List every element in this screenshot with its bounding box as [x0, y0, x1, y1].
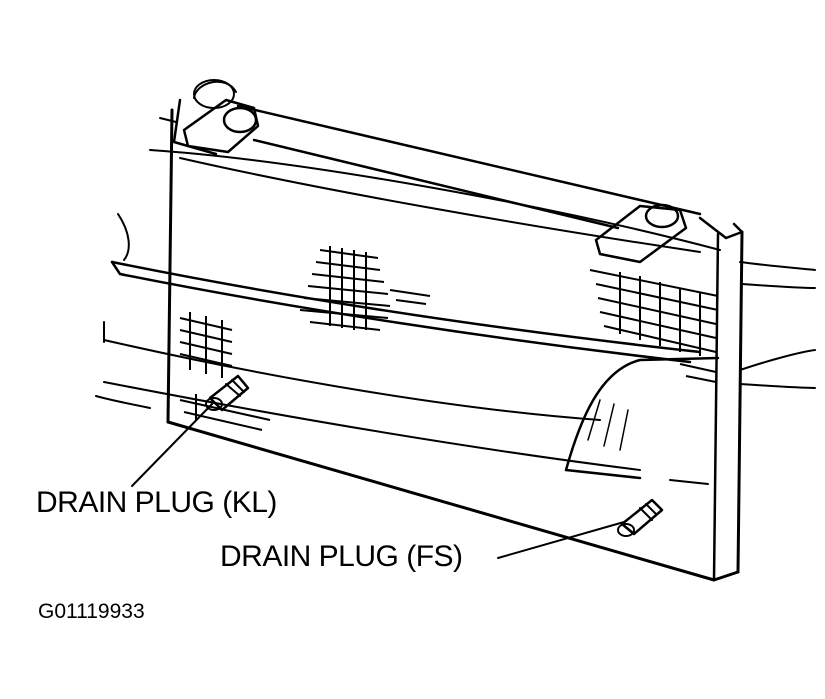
upper-tank	[149, 98, 721, 253]
drain-plug-kl	[205, 374, 250, 412]
leader-line-kl	[131, 401, 215, 487]
radiator-core	[166, 108, 744, 582]
core-fins-center	[299, 246, 431, 331]
drain-plug-fs	[617, 498, 664, 537]
figure-id: G01119933	[38, 600, 145, 623]
mounting-bracket-right	[594, 203, 688, 264]
core-fins-left	[179, 312, 271, 431]
headlight-lens	[564, 356, 720, 480]
drain-plug-fs-label: DRAIN PLUG (FS)	[220, 540, 463, 573]
core-fins-right	[589, 269, 719, 383]
drain-plug-kl-label: DRAIN PLUG (KL)	[36, 486, 277, 519]
body-contours	[95, 213, 816, 485]
leader-line-fs	[497, 521, 625, 559]
mounting-bracket-left	[182, 79, 260, 154]
